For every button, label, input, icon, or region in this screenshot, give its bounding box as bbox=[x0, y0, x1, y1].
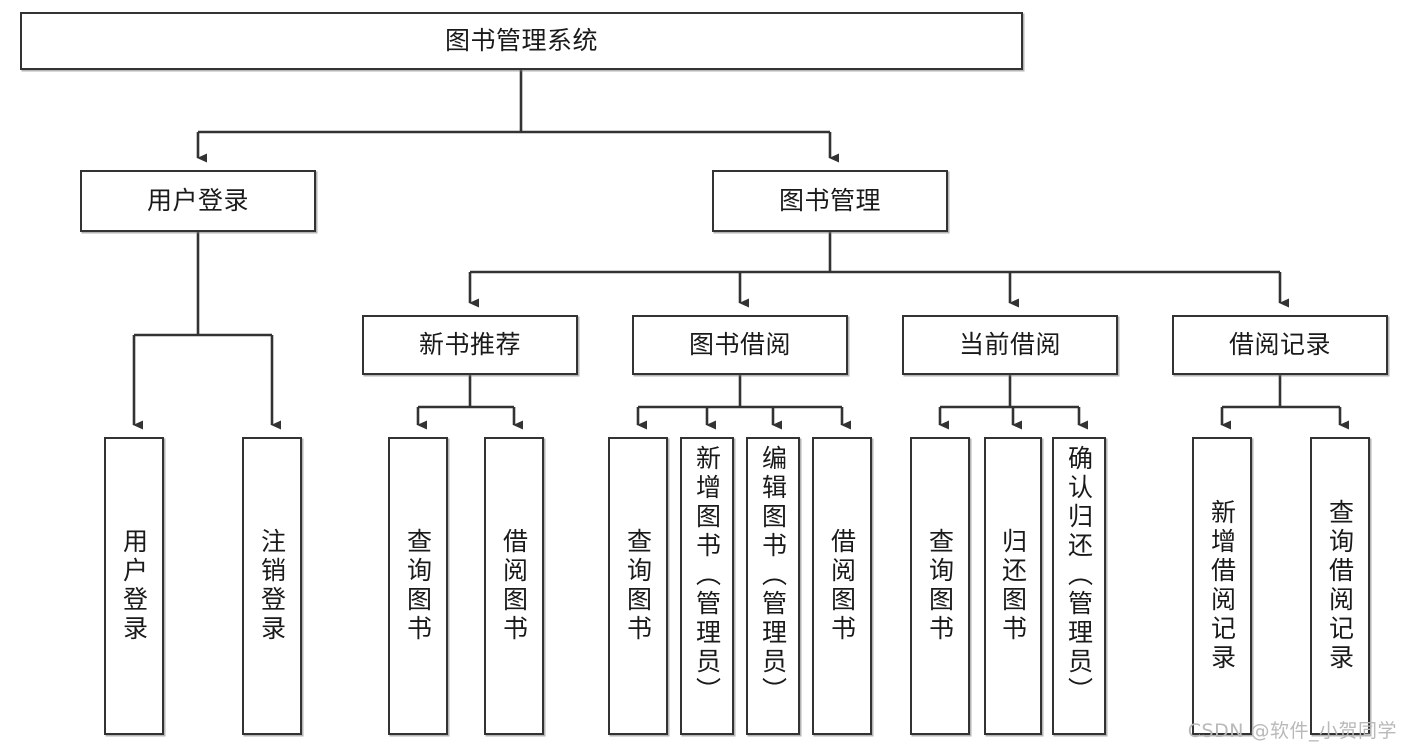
node-root-system[interactable]: 图书管理系统 bbox=[20, 12, 1023, 70]
node-leaf-add-borrow-record-label: 新增借阅记录 bbox=[1207, 499, 1237, 673]
node-leaf-user-login-label: 用户登录 bbox=[119, 528, 149, 644]
node-leaf-user-login[interactable]: 用户登录 bbox=[104, 437, 164, 735]
node-leaf-query-book-recommend-label: 查询图书 bbox=[403, 528, 433, 644]
node-leaf-add-borrow-record[interactable]: 新增借阅记录 bbox=[1192, 437, 1252, 735]
node-leaf-query-book-borrow-label: 查询图书 bbox=[623, 528, 653, 644]
node-leaf-confirm-return-admin-label: 确认归还（管理员） bbox=[1064, 445, 1094, 706]
node-leaf-logout-label: 注销登录 bbox=[257, 528, 287, 644]
node-leaf-query-borrow-record[interactable]: 查询借阅记录 bbox=[1310, 437, 1370, 735]
node-leaf-edit-book-admin[interactable]: 编辑图书（管理员） bbox=[746, 437, 800, 735]
node-book-borrow[interactable]: 图书借阅 bbox=[632, 315, 848, 375]
node-leaf-logout[interactable]: 注销登录 bbox=[242, 437, 302, 735]
node-current-borrow[interactable]: 当前借阅 bbox=[902, 315, 1118, 375]
node-borrow-record[interactable]: 借阅记录 bbox=[1172, 315, 1388, 375]
node-root-label: 图书管理系统 bbox=[444, 25, 598, 55]
node-leaf-edit-book-admin-label: 编辑图书（管理员） bbox=[758, 445, 788, 706]
node-leaf-query-borrow-record-label: 查询借阅记录 bbox=[1325, 499, 1355, 673]
node-leaf-return-book-label: 归还图书 bbox=[998, 528, 1028, 644]
node-leaf-return-book[interactable]: 归还图书 bbox=[984, 437, 1042, 735]
node-book-manage[interactable]: 图书管理 bbox=[712, 170, 948, 232]
node-user-login[interactable]: 用户登录 bbox=[80, 170, 316, 232]
csdn-watermark: CSDN @软件_小贺同学 bbox=[1187, 720, 1397, 742]
node-leaf-query-book-borrow[interactable]: 查询图书 bbox=[608, 437, 668, 735]
node-leaf-borrow-book-recommend[interactable]: 借阅图书 bbox=[484, 437, 544, 735]
node-leaf-borrow-book[interactable]: 借阅图书 bbox=[812, 437, 872, 735]
node-leaf-query-book-recommend[interactable]: 查询图书 bbox=[388, 437, 448, 735]
node-new-book-recommend[interactable]: 新书推荐 bbox=[362, 315, 578, 375]
node-book-manage-label: 图书管理 bbox=[778, 185, 881, 215]
node-book-borrow-label: 图书借阅 bbox=[688, 329, 791, 359]
node-leaf-borrow-book-label: 借阅图书 bbox=[827, 528, 857, 644]
node-borrow-record-label: 借阅记录 bbox=[1228, 329, 1331, 359]
node-leaf-borrow-book-recommend-label: 借阅图书 bbox=[499, 528, 529, 644]
node-new-book-recommend-label: 新书推荐 bbox=[418, 329, 521, 359]
node-leaf-query-book-current[interactable]: 查询图书 bbox=[910, 437, 970, 735]
node-leaf-add-book-admin[interactable]: 新增图书（管理员） bbox=[680, 437, 734, 735]
node-leaf-add-book-admin-label: 新增图书（管理员） bbox=[692, 445, 722, 706]
node-leaf-query-book-current-label: 查询图书 bbox=[925, 528, 955, 644]
node-leaf-confirm-return-admin[interactable]: 确认归还（管理员） bbox=[1052, 437, 1106, 735]
node-current-borrow-label: 当前借阅 bbox=[958, 329, 1061, 359]
node-user-login-label: 用户登录 bbox=[146, 185, 249, 215]
